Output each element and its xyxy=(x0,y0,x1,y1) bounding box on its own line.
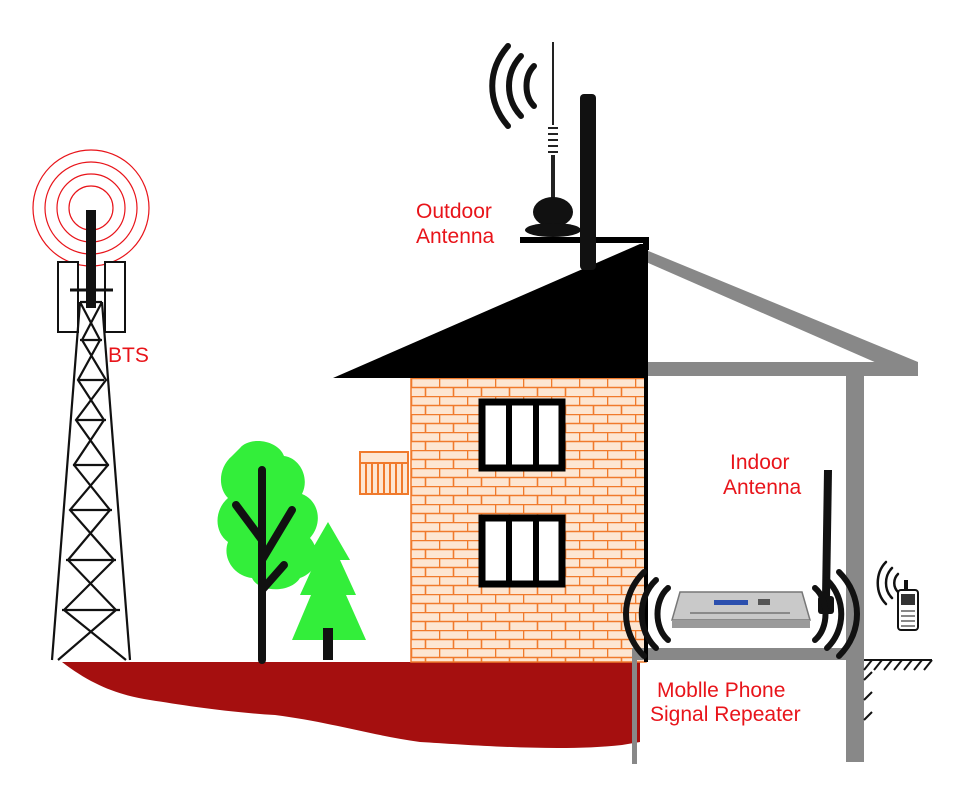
soil-hatch xyxy=(863,659,933,721)
bts-lattice xyxy=(50,300,132,661)
pine-tree xyxy=(292,522,366,660)
deciduous-tree xyxy=(217,441,318,664)
bts-panel-left xyxy=(57,261,79,333)
outdoor-antenna xyxy=(520,42,649,270)
signal-repeater xyxy=(671,591,811,628)
indoor-antenna-label: Indoor Antenna xyxy=(723,451,802,499)
outdoor-antenna-label: Outdoor Antenna xyxy=(416,200,498,248)
balcony xyxy=(359,451,409,495)
mobile-phone-icon xyxy=(897,580,919,631)
bts-mast xyxy=(86,210,96,308)
bts-label: BTS xyxy=(108,344,149,367)
bts-tower xyxy=(32,149,150,661)
window-lower xyxy=(478,514,566,588)
repeater-label: Moblle Phone Signal Repeater xyxy=(650,679,801,726)
ground xyxy=(62,662,640,749)
window-upper xyxy=(478,398,566,472)
roof xyxy=(333,244,646,378)
bts-panel-right xyxy=(104,261,126,333)
antenna-mast xyxy=(580,94,596,270)
phone-signal-waves-icon xyxy=(876,560,900,606)
repeater-signal-waves-icon xyxy=(623,569,860,659)
outdoor-signal-waves-icon xyxy=(489,43,537,129)
